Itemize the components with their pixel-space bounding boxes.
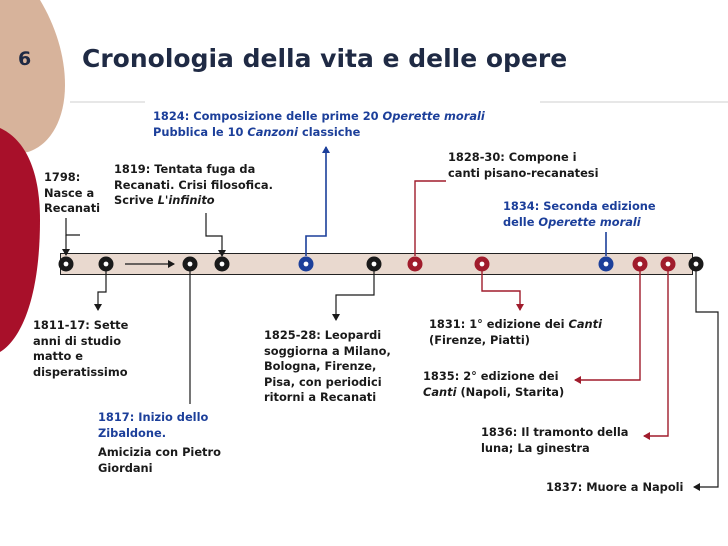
- event-1819: 1819: Tentata fuga da Recanati. Crisi fi…: [114, 162, 273, 209]
- dot-1825: [366, 256, 382, 272]
- event-1798: 1798: Nasce a Recanati: [44, 170, 100, 217]
- event-1824-line: 1824: Composizione delle prime 20 Operet…: [153, 109, 485, 125]
- work-title-canti: Canti: [423, 384, 457, 399]
- event-1817-line: Giordani: [98, 460, 153, 475]
- connector-1819: [205, 213, 226, 257]
- dot-1817: [182, 256, 198, 272]
- event-1828-line: canti pisano-recanatesi: [448, 165, 599, 180]
- work-title-infinito: L'infinito: [157, 193, 215, 207]
- event-1831-line: (Firenze, Piatti): [429, 332, 530, 347]
- connector-1831: [481, 271, 524, 311]
- event-1817-line: Amicizia con Pietro: [98, 445, 221, 459]
- dot-1819: [214, 256, 230, 272]
- event-1836-line: luna; La ginestra: [481, 440, 590, 455]
- dot-1837: [688, 256, 704, 272]
- event-1834-line: 1834: Seconda edizione: [503, 199, 656, 213]
- event-1824-text: Pubblica le 10: [153, 124, 248, 139]
- event-1817-line: Zibaldone.: [98, 425, 167, 440]
- event-1828: 1828-30: Compone i canti pisano-recanate…: [448, 150, 598, 181]
- dot-1824: [298, 256, 314, 272]
- event-1835: 1835: 2° edizione dei Canti (Napoli, Sta…: [423, 369, 564, 400]
- event-1836-line: 1836: Il tramonto della: [481, 425, 629, 439]
- event-1824-text: classiche: [298, 124, 361, 139]
- event-1819-line: Scrive L'infinito: [114, 193, 273, 209]
- event-1811-line: anni di studio: [33, 333, 122, 348]
- event-1835-line: 1835: 2° edizione dei: [423, 369, 559, 383]
- event-1835-text: (Napoli, Starita): [456, 384, 565, 399]
- event-1811-line: disperatissimo: [33, 364, 128, 379]
- event-1828-line: 1828-30: Compone i: [448, 150, 577, 164]
- event-1835-line: Canti (Napoli, Starita): [423, 385, 564, 401]
- connector-1824: [305, 146, 330, 256]
- dot-1835: [632, 256, 648, 272]
- connector-1828: [414, 180, 446, 256]
- event-1817-line: 1817: Inizio dello: [98, 410, 209, 424]
- connector-1836: [643, 271, 669, 440]
- dot-1834: [598, 256, 614, 272]
- event-1824-text: 1824: Composizione delle prime 20: [153, 109, 383, 123]
- event-1811-line: matto e: [33, 349, 83, 363]
- event-1825: 1825-28: Leopardi soggiorna a Milano, Bo…: [264, 328, 391, 406]
- event-1834: 1834: Seconda edizione delle Operette mo…: [503, 199, 656, 230]
- dot-1798: [58, 256, 74, 272]
- event-1831-line: 1831: 1° edizione dei Canti: [429, 317, 602, 333]
- event-1824: 1824: Composizione delle prime 20 Operet…: [153, 109, 485, 140]
- connector-1835: [574, 271, 641, 384]
- event-1811-line: 1811-17: Sette: [33, 318, 129, 332]
- event-1825-line: Pisa, con periodici: [264, 374, 382, 389]
- work-title-canzoni: Canzoni: [247, 124, 299, 139]
- page-title: Cronologia della vita e delle opere: [82, 44, 568, 73]
- event-1798-line: Recanati: [44, 201, 101, 215]
- event-1837-line: 1837: Muore a Napoli: [546, 480, 684, 494]
- work-title-canti: Canti: [568, 317, 603, 331]
- work-title-operette: Operette morali: [382, 109, 485, 123]
- event-1819-text: Scrive: [114, 193, 158, 207]
- slide-number: 6: [18, 48, 32, 70]
- connector-1811: [94, 270, 107, 311]
- red-blob: [0, 128, 40, 352]
- event-1819-line: Recanati. Crisi filosofica.: [114, 177, 273, 192]
- event-1831: 1831: 1° edizione dei Canti (Firenze, Pi…: [429, 317, 602, 348]
- dot-1828: [407, 256, 423, 272]
- event-1825-line: 1825-28: Leopardi: [264, 328, 382, 342]
- connector-1837: [693, 271, 719, 491]
- tan-blob: [0, 0, 65, 153]
- event-1824-line: Pubblica le 10 Canzoni classiche: [153, 125, 485, 141]
- dot-1836: [660, 256, 676, 272]
- event-1834-line: delle Operette morali: [503, 215, 656, 231]
- event-1819-line: 1819: Tentata fuga da: [114, 162, 256, 176]
- event-1825-line: Bologna, Firenze,: [264, 359, 377, 373]
- event-1817: 1817: Inizio dello Zibaldone. Amicizia c…: [98, 410, 221, 476]
- event-1831-text: 1831: 1° edizione dei: [429, 317, 569, 331]
- event-1834-text: delle: [503, 214, 539, 229]
- event-1811: 1811-17: Sette anni di studio matto e di…: [33, 318, 128, 380]
- event-1798-line: Nasce a: [44, 185, 95, 200]
- event-1798-line: 1798:: [44, 170, 81, 184]
- event-1825-line: soggiorna a Milano,: [264, 343, 391, 358]
- dot-1811: [98, 256, 114, 272]
- connector-1825: [332, 271, 375, 321]
- event-1825-line: ritorni a Recanati: [264, 390, 377, 404]
- event-1836: 1836: Il tramonto della luna; La ginestr…: [481, 425, 629, 456]
- event-1837: 1837: Muore a Napoli: [546, 480, 683, 496]
- connector-1798: [65, 218, 80, 236]
- dot-1831: [474, 256, 490, 272]
- work-title-operette: Operette morali: [538, 214, 641, 229]
